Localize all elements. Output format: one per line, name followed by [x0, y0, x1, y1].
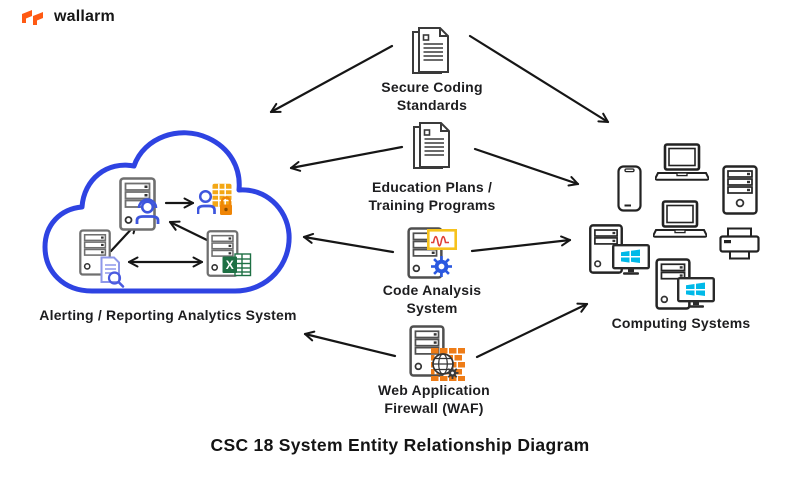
arrow-waf-to-computing: [475, 302, 589, 359]
laptop-icon: [653, 200, 707, 238]
windows-monitor-icon: [612, 244, 650, 275]
printer-icon: [719, 227, 760, 260]
diagram-title: CSC 18 System Entity Relationship Diagra…: [210, 435, 590, 455]
arrow-codeanalysis-to-analytics: [302, 232, 395, 254]
education-label: Education Plans / Training Programs: [340, 178, 524, 214]
code-analysis-label: Code Analysis System: [348, 281, 516, 317]
arrow-education-to-analytics: [289, 145, 404, 172]
code-analysis-label-line2: System: [406, 300, 458, 316]
svg-text:X: X: [226, 258, 234, 272]
waveform-icon: [427, 229, 457, 250]
secure-coding-documents-icon: [412, 27, 449, 74]
secure-coding-label: Secure Coding Standards: [340, 78, 524, 114]
desktop-tower-icon: [722, 165, 758, 215]
arrow-secure-to-computing: [468, 34, 610, 124]
arrow-education-to-computing: [473, 147, 580, 187]
analyst-headset-icon: [135, 198, 160, 224]
user-phone-lock-icon: [197, 183, 232, 215]
firewall-globe-icon: [431, 348, 465, 381]
wallarm-logo: wallarm: [22, 8, 115, 26]
waf-label-line2: Firewall (WAF): [384, 400, 484, 416]
arrow-secure-to-analytics: [269, 44, 394, 114]
education-label-line1: Education Plans /: [371, 179, 493, 195]
secure-coding-label-line2: Standards: [396, 97, 468, 113]
analytics-system-label: Alerting / Reporting Analytics System: [39, 307, 297, 323]
windows-monitor-icon: [677, 277, 715, 308]
education-label-line2: Training Programs: [368, 197, 496, 213]
arrow-codeanalysis-to-computing: [470, 235, 572, 253]
arrow-reportserver-to-analyst: [168, 220, 213, 244]
computing-systems-label: Computing Systems: [611, 315, 751, 331]
excel-spreadsheet-icon: X: [222, 253, 252, 277]
laptop-icon: [655, 143, 709, 181]
gear-icon: [431, 256, 452, 277]
code-analysis-label-line1: Code Analysis: [382, 282, 482, 298]
education-documents-icon: [413, 122, 450, 169]
brand-text: wallarm: [54, 8, 115, 25]
smartphone-icon: [617, 165, 642, 212]
secure-coding-label-line1: Secure Coding: [381, 79, 483, 95]
waf-label-line1: Web Application: [378, 382, 490, 398]
waf-label: Web Application Firewall (WAF): [350, 381, 518, 417]
wallarm-flags-icon: [22, 10, 43, 25]
arrow-waf-to-analytics: [303, 330, 397, 358]
log-search-icon: [100, 256, 125, 288]
